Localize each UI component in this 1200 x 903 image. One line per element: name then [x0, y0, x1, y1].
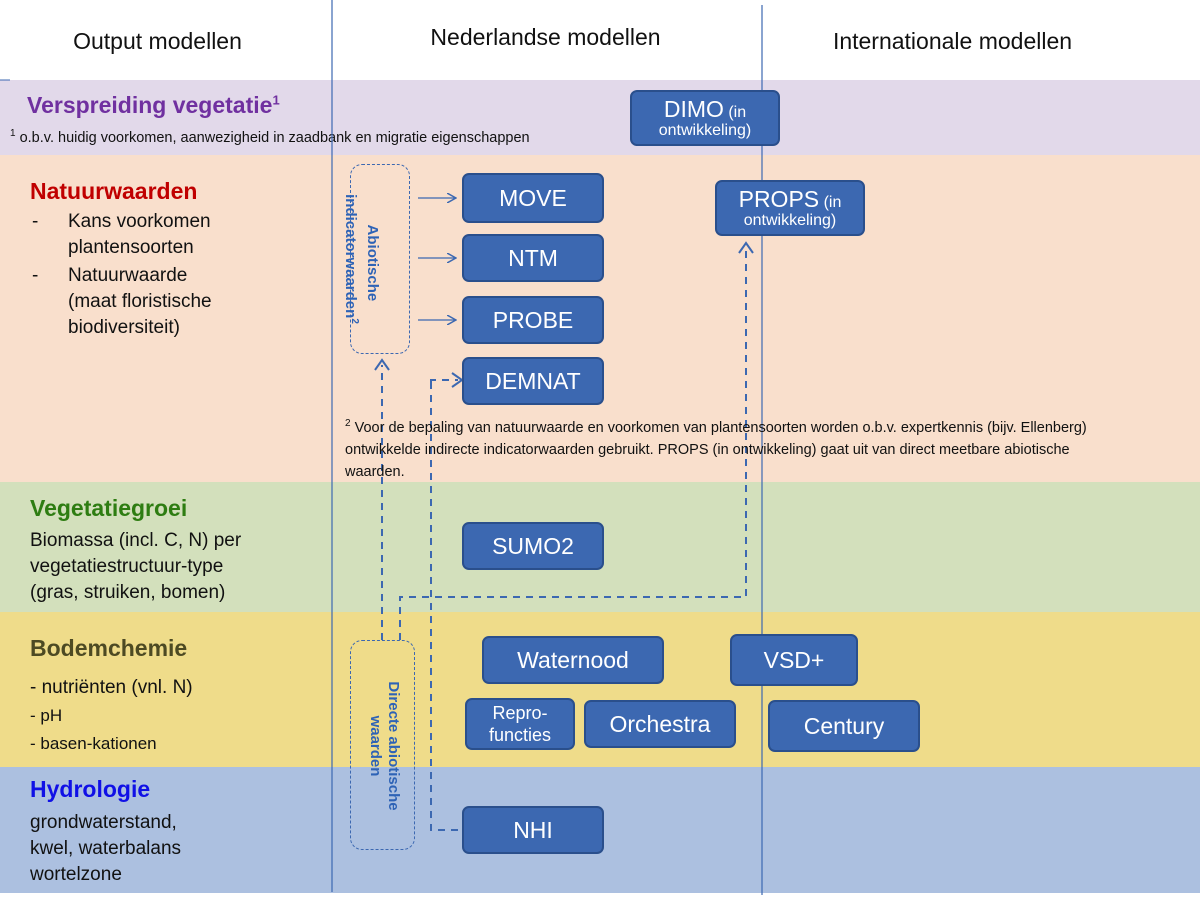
- footnote-2: 2 Voor de bepaling van natuurwaarde en v…: [345, 413, 1105, 483]
- column-header-output: Output modellen: [73, 28, 242, 54]
- model-orchestra[interactable]: Orchestra: [584, 700, 736, 748]
- vegetatiegroei-text: Biomassa (incl. C, N) per vegetatiestruc…: [30, 530, 242, 603]
- model-nhi[interactable]: NHI: [462, 806, 604, 854]
- model-demnat[interactable]: DEMNAT: [462, 357, 604, 405]
- column-header-internationale: Internationale modellen: [832, 28, 1073, 54]
- bodemchemie-item-1: - nutriënten (vnl. N): [30, 677, 193, 698]
- dashed-directe-to-props: [399, 248, 747, 640]
- verspreiding-title-text: Verspreiding vegetatie: [27, 92, 273, 118]
- natuurwaarden-bullet-2: -: [32, 265, 39, 286]
- model-dimo[interactable]: DIMO (in ontwikkeling): [630, 90, 780, 146]
- dashed-demnat: [430, 379, 458, 382]
- group-directe-label: Directe abiotische waarden: [367, 681, 402, 811]
- footnote-1: 1 o.b.v. huidig voorkomen, aanwezigheid …: [10, 128, 530, 146]
- bodemchemie-item-3: - basen-kationen: [30, 734, 157, 753]
- props-line-2: ontwikkeling): [743, 212, 837, 230]
- abiotische-label-text: Abiotische indicatorwaarden: [342, 194, 381, 319]
- band-title-hydrologie: Hydrologie: [30, 776, 151, 802]
- band-title-bodemchemie: Bodemchemie: [30, 635, 188, 661]
- footnote-marker: 1: [272, 92, 280, 108]
- group-abiotische-label: Abiotische indicatorwaarden2: [342, 166, 399, 352]
- model-ntm[interactable]: NTM: [462, 234, 604, 282]
- column-header-nederlandse: Nederlandse modellen: [430, 24, 661, 50]
- model-repro[interactable]: Repro- functies: [465, 698, 575, 750]
- footnote-2-text: Voor de bepaling van natuurwaarde en voo…: [345, 419, 1087, 480]
- footnote-1-text: o.b.v. huidig voorkomen, aanwezigheid in…: [19, 129, 530, 146]
- dimo-line-1: DIMO (in: [664, 96, 746, 122]
- arrowhead-props: [738, 241, 754, 254]
- props-suffix: (in: [819, 193, 842, 211]
- band-title-natuurwaarden: Natuurwaarden: [30, 178, 198, 204]
- dimo-line-2: ontwikkeling): [658, 122, 752, 140]
- props-line-1: PROPS (in: [739, 186, 842, 212]
- model-waternood[interactable]: Waternood: [482, 636, 664, 684]
- group-directe-abiotische-waarden: [350, 640, 415, 850]
- natuurwaarden-bullet-1: -: [32, 211, 39, 232]
- bodemchemie-item-2: - pH: [30, 706, 63, 725]
- dimo-name: DIMO: [663, 95, 724, 122]
- model-move[interactable]: MOVE: [462, 173, 604, 223]
- hydrologie-text: grondwaterstand, kwel, waterbalans worte…: [30, 812, 182, 885]
- natuurwaarden-item-1: Kans voorkomen plantensoorten: [68, 211, 211, 258]
- band-title-verspreiding: Verspreiding vegetatie1: [27, 92, 280, 119]
- footnote-2-mark: 2: [345, 418, 351, 429]
- model-probe[interactable]: PROBE: [462, 296, 604, 344]
- group-abiotische-indicatorwaarden: [350, 164, 410, 354]
- band-title-vegetatiegroei: Vegetatiegroei: [30, 495, 188, 521]
- abiotische-label-sup: 2: [349, 318, 360, 324]
- model-sumo2[interactable]: SUMO2: [462, 522, 604, 570]
- arrowhead-abiotische: [374, 358, 390, 371]
- band-verspreiding: [0, 80, 1200, 155]
- model-century[interactable]: Century: [768, 700, 920, 752]
- natuurwaarden-item-2: Natuurwaarde (maat floristische biodiver…: [68, 265, 212, 338]
- dimo-suffix: (in: [723, 103, 747, 121]
- dashed-directe-to-nhi: [430, 382, 458, 831]
- footnote-1-mark: 1: [10, 128, 16, 139]
- model-props[interactable]: PROPS (in ontwikkeling): [715, 180, 865, 236]
- props-name: PROPS: [738, 185, 820, 212]
- model-vsd[interactable]: VSD+: [730, 634, 858, 686]
